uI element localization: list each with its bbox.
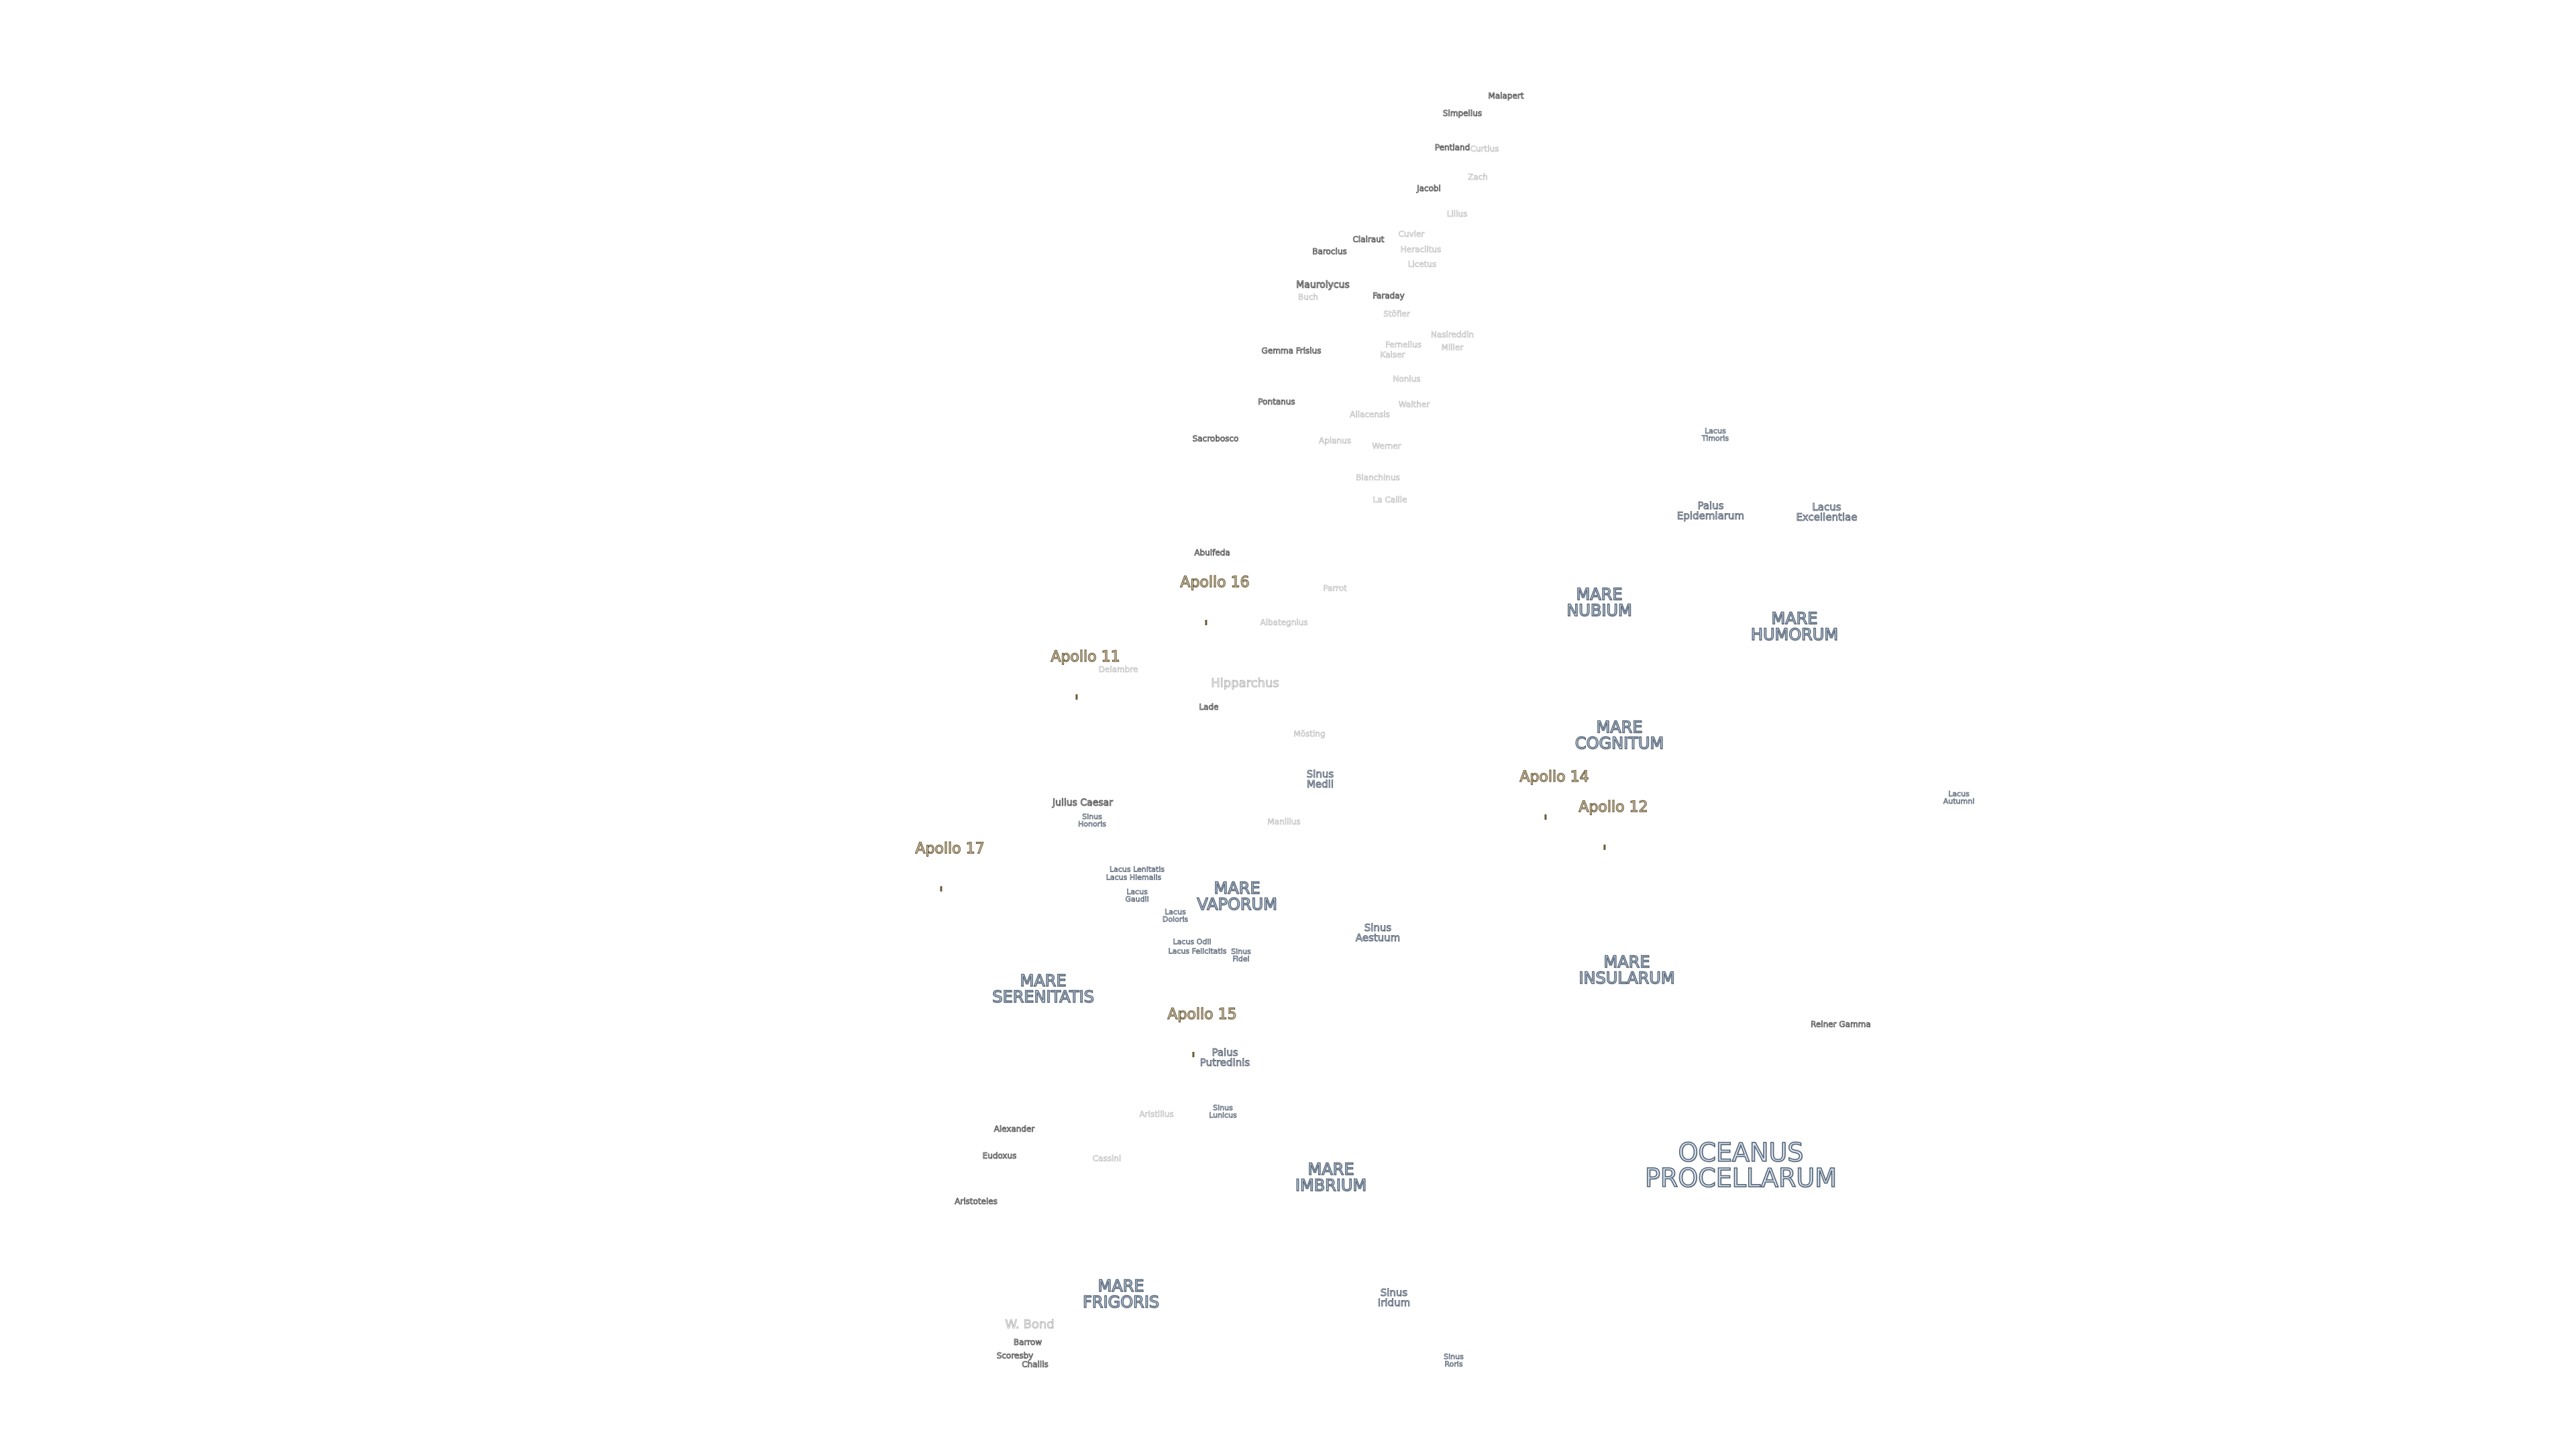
feature-label-sinus-lunicus[interactable]: Sinus Lunicus <box>1209 1104 1237 1120</box>
apollo-11-label: Apollo 11 <box>1051 649 1120 665</box>
feature-label-lacus-autumni[interactable]: Lacus Autumni <box>1943 790 1975 806</box>
crater-label-barrow[interactable]: Barrow <box>1013 1338 1042 1347</box>
crater-label-curtius[interactable]: Curtius <box>1470 144 1499 154</box>
landing-site-marker <box>1204 620 1207 625</box>
mare-label-nubium[interactable]: MARE NUBIUM <box>1566 585 1633 620</box>
crater-label-cuvier[interactable]: Cuvier <box>1398 229 1425 239</box>
feature-label-lacus-lenitatis[interactable]: Lacus Lenitatis <box>1109 865 1165 874</box>
feature-label-lacus-excellentiae[interactable]: Lacus Excellentiae <box>1796 501 1858 523</box>
crater-label-nonius[interactable]: Nonius <box>1393 374 1421 384</box>
apollo-12-label: Apollo 12 <box>1578 799 1648 816</box>
mare-label-serenitatis[interactable]: MARE SERENITATIS <box>992 971 1095 1006</box>
crater-label-zach[interactable]: Zach <box>1468 172 1488 182</box>
crater-label-licetus[interactable]: Licetus <box>1407 260 1437 269</box>
landing-site-marker <box>1544 814 1546 820</box>
apollo-11-marker[interactable]: Apollo 11 <box>1032 635 1120 700</box>
feature-label-lacus-felicitatis[interactable]: Lacus Felicitatis <box>1168 947 1227 956</box>
crater-label-heraclitus[interactable]: Heraclitus <box>1400 245 1442 254</box>
crater-label-stofler[interactable]: Stöfler <box>1383 309 1410 319</box>
apollo-16-label: Apollo 16 <box>1180 574 1250 591</box>
crater-label-lade[interactable]: Lade <box>1199 702 1219 712</box>
apollo-14-marker[interactable]: Apollo 14 <box>1501 755 1589 820</box>
feature-label-lacus-hiemalis[interactable]: Lacus Hiemalis <box>1106 873 1162 882</box>
apollo-15-marker[interactable]: Apollo 15 <box>1148 993 1237 1057</box>
crater-label-abulfeda[interactable]: Abulfeda <box>1194 548 1230 557</box>
feature-label-sinus-aestuum[interactable]: Sinus Aestuum <box>1355 922 1401 944</box>
crater-label-clairaut[interactable]: Clairaut <box>1352 235 1385 244</box>
crater-label-pontanus[interactable]: Pontanus <box>1258 397 1295 407</box>
crater-label-albategnius[interactable]: Albategnius <box>1260 618 1308 627</box>
mare-label-imbrium[interactable]: MARE IMBRIUM <box>1295 1160 1367 1195</box>
crater-label-barocius[interactable]: Barocius <box>1312 247 1347 256</box>
crater-label-miller[interactable]: Miller <box>1441 343 1464 352</box>
feature-label-sinus-fidei[interactable]: Sinus Fidei <box>1231 947 1251 963</box>
crater-label-nasireddin[interactable]: Nasireddin <box>1430 330 1474 339</box>
apollo-12-marker[interactable]: Apollo 12 <box>1560 786 1648 850</box>
crater-label-maurolycus[interactable]: Maurolycus <box>1296 280 1350 290</box>
crater-label-walther[interactable]: Walther <box>1398 400 1430 409</box>
landing-site-marker <box>1075 694 1077 700</box>
crater-label-hipparchus[interactable]: Hipparchus <box>1211 676 1279 690</box>
crater-label-gemma-frisius[interactable]: Gemma Frisius <box>1261 346 1322 356</box>
feature-label-sinus-honoris[interactable]: Sinus Honoris <box>1077 812 1107 828</box>
crater-label-cassini[interactable]: Cassini <box>1092 1154 1122 1163</box>
feature-label-sinus-medii[interactable]: Sinus Medii <box>1306 768 1334 790</box>
crater-label-kaiser[interactable]: Kaiser <box>1380 350 1405 360</box>
feature-label-sinus-iridum[interactable]: Sinus Iridum <box>1377 1287 1411 1309</box>
mare-label-cognitum[interactable]: MARE COGNITUM <box>1574 718 1664 753</box>
landing-site-marker <box>939 886 942 892</box>
apollo-16-marker[interactable]: Apollo 16 <box>1161 561 1250 625</box>
crater-label-malapert[interactable]: Malapert <box>1488 91 1524 101</box>
mare-label-humorum[interactable]: MARE HUMORUM <box>1750 609 1839 644</box>
apollo-17-marker[interactable]: Apollo 17 <box>896 827 985 892</box>
feature-label-lacus-gaudii[interactable]: Lacus Gaudii <box>1125 888 1149 904</box>
crater-label-julius-caesar[interactable]: Julius Caesar <box>1053 798 1114 808</box>
crater-label-sacrobosco[interactable]: Sacrobosco <box>1192 434 1239 443</box>
feature-label-reiner-gamma[interactable]: Reiner Gamma <box>1811 1020 1871 1029</box>
crater-label-challis[interactable]: Challis <box>1022 1360 1049 1369</box>
feature-label-lacus-doloris[interactable]: Lacus Doloris <box>1162 908 1189 924</box>
crater-label-fernelius[interactable]: Fernelius <box>1385 340 1421 350</box>
crater-label-blanchinus[interactable]: Blanchinus <box>1356 473 1400 482</box>
crater-label-aliacensis[interactable]: Aliacensis <box>1350 410 1390 419</box>
crater-label-alexander[interactable]: Alexander <box>994 1124 1035 1134</box>
feature-label-lacus-timoris[interactable]: Lacus Timoris <box>1701 427 1729 443</box>
crater-label-buch[interactable]: Buch <box>1297 292 1319 302</box>
apollo-15-label: Apollo 15 <box>1167 1006 1237 1023</box>
crater-label-pentland[interactable]: Pentland <box>1434 143 1470 152</box>
crater-label-jacobi[interactable]: Jacobi <box>1417 184 1442 193</box>
crater-label-la-caille[interactable]: La Caille <box>1373 495 1407 504</box>
crater-label-faraday[interactable]: Faraday <box>1373 291 1405 301</box>
feature-label-lacus-odii[interactable]: Lacus Odii <box>1173 937 1212 947</box>
crater-label-aristoteles[interactable]: Aristoteles <box>955 1197 998 1206</box>
crater-label-simpelius[interactable]: Simpelius <box>1442 109 1483 118</box>
crater-label-lilius[interactable]: Lilius <box>1446 209 1468 219</box>
crater-label-eudoxus[interactable]: Eudoxus <box>982 1151 1017 1161</box>
crater-label-manilius[interactable]: Manilius <box>1267 817 1301 826</box>
crater-label-apianus[interactable]: Apianus <box>1319 436 1352 445</box>
feature-label-palus-putredinis[interactable]: Palus Putredinis <box>1199 1046 1250 1069</box>
crater-label-parrot[interactable]: Parrot <box>1323 584 1347 593</box>
crater-label-mosting[interactable]: Mösting <box>1293 729 1326 739</box>
mare-label-frigoris[interactable]: MARE FRIGORIS <box>1082 1277 1160 1311</box>
crater-label-w-bond[interactable]: W. Bond <box>1005 1318 1055 1332</box>
apollo-14-label: Apollo 14 <box>1519 769 1589 786</box>
crater-label-delambre[interactable]: Delambre <box>1098 665 1138 674</box>
landing-site-marker <box>1191 1052 1194 1057</box>
crater-label-scoresby[interactable]: Scoresby <box>996 1351 1034 1360</box>
mare-label-oceanus-procellarum[interactable]: OCEANUS PROCELLARUM <box>1644 1138 1837 1193</box>
apollo-17-label: Apollo 17 <box>915 841 985 857</box>
mare-label-insularum[interactable]: MARE INSULARUM <box>1578 953 1676 987</box>
crater-label-aristillus[interactable]: Aristillus <box>1139 1110 1174 1119</box>
landing-site-marker <box>1603 845 1605 850</box>
crater-label-werner[interactable]: Werner <box>1372 441 1401 451</box>
feature-label-sinus-roris[interactable]: Sinus Roris <box>1444 1352 1464 1368</box>
mare-label-vaporum[interactable]: MARE VAPORUM <box>1196 879 1277 914</box>
feature-label-palus-epidemiarum[interactable]: Palus Epidemiarum <box>1676 500 1745 522</box>
